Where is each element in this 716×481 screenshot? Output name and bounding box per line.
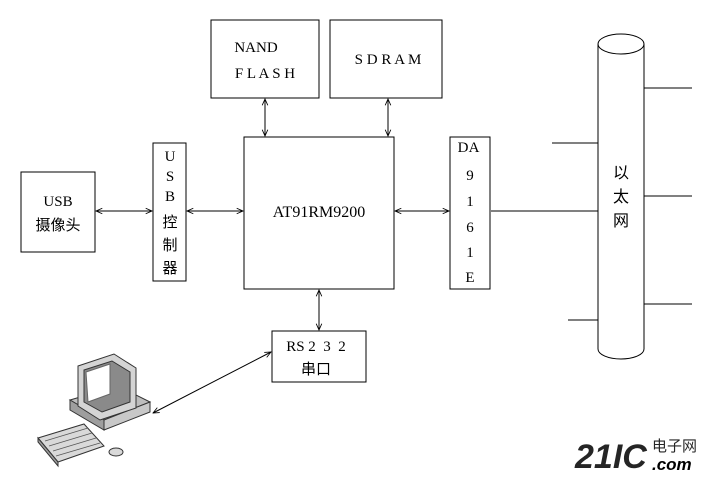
- phy-block: D A 9 1 6 1 E: [449, 136, 491, 290]
- nand-flash-block: NAND F L A S H: [210, 19, 320, 99]
- phy-char: E: [465, 270, 474, 286]
- phy-char: 1: [466, 245, 474, 261]
- ethernet-label: 以 太 网: [613, 165, 629, 230]
- usb-controller-char: 控: [162, 214, 177, 231]
- computer-icon: [37, 353, 152, 468]
- sdram-block: S D R A M: [329, 19, 443, 99]
- nand-flash-label-line1: NAND: [234, 40, 277, 56]
- phy-label: D A 9 1 6 1 E: [458, 140, 480, 286]
- rs232-label-line2: 串口: [301, 361, 331, 378]
- ethernet-bus: [552, 33, 692, 360]
- watermark-suffix: 电子网: [652, 437, 697, 455]
- rs232-block: RS 2 3 2 串口: [271, 330, 367, 383]
- nand-flash-label-line2: F L A S H: [235, 66, 295, 82]
- watermark-logo: 21IC 电子网 .com: [574, 437, 697, 476]
- watermark-domain: .com: [652, 455, 692, 474]
- usb-controller-block: U S B 控 制 器: [152, 142, 187, 282]
- usb-controller-char: 器: [162, 261, 177, 277]
- phy-char: A: [469, 140, 480, 156]
- phy-char: D: [458, 140, 469, 156]
- cpu-label: AT91RM9200: [273, 204, 365, 221]
- usb-camera-label-line2: 摄像头: [35, 217, 80, 234]
- ethernet-char: 以: [613, 165, 629, 182]
- connections: [96, 99, 599, 413]
- rs232-pc-link: [153, 352, 271, 413]
- usb-controller-char: U: [165, 149, 176, 165]
- phy-char: 9: [466, 168, 474, 184]
- usb-camera-block: USB 摄像头: [20, 171, 96, 253]
- sdram-label: S D R A M: [355, 52, 422, 68]
- usb-camera-label-line1: USB: [43, 194, 72, 210]
- phy-char: 6: [466, 220, 474, 236]
- ethernet-char: 太: [613, 188, 629, 206]
- usb-controller-char: S: [166, 169, 174, 185]
- ethernet-char: 网: [613, 213, 629, 230]
- usb-controller-char: 制: [162, 237, 177, 254]
- usb-controller-label: U S B 控 制 器: [162, 149, 177, 277]
- cpu-block: AT91RM9200: [243, 136, 395, 290]
- watermark-text: 21IC: [574, 438, 647, 476]
- usb-controller-char: B: [165, 189, 175, 205]
- rs232-label-line1: RS 2 3 2: [286, 339, 346, 355]
- phy-char: 1: [466, 194, 474, 210]
